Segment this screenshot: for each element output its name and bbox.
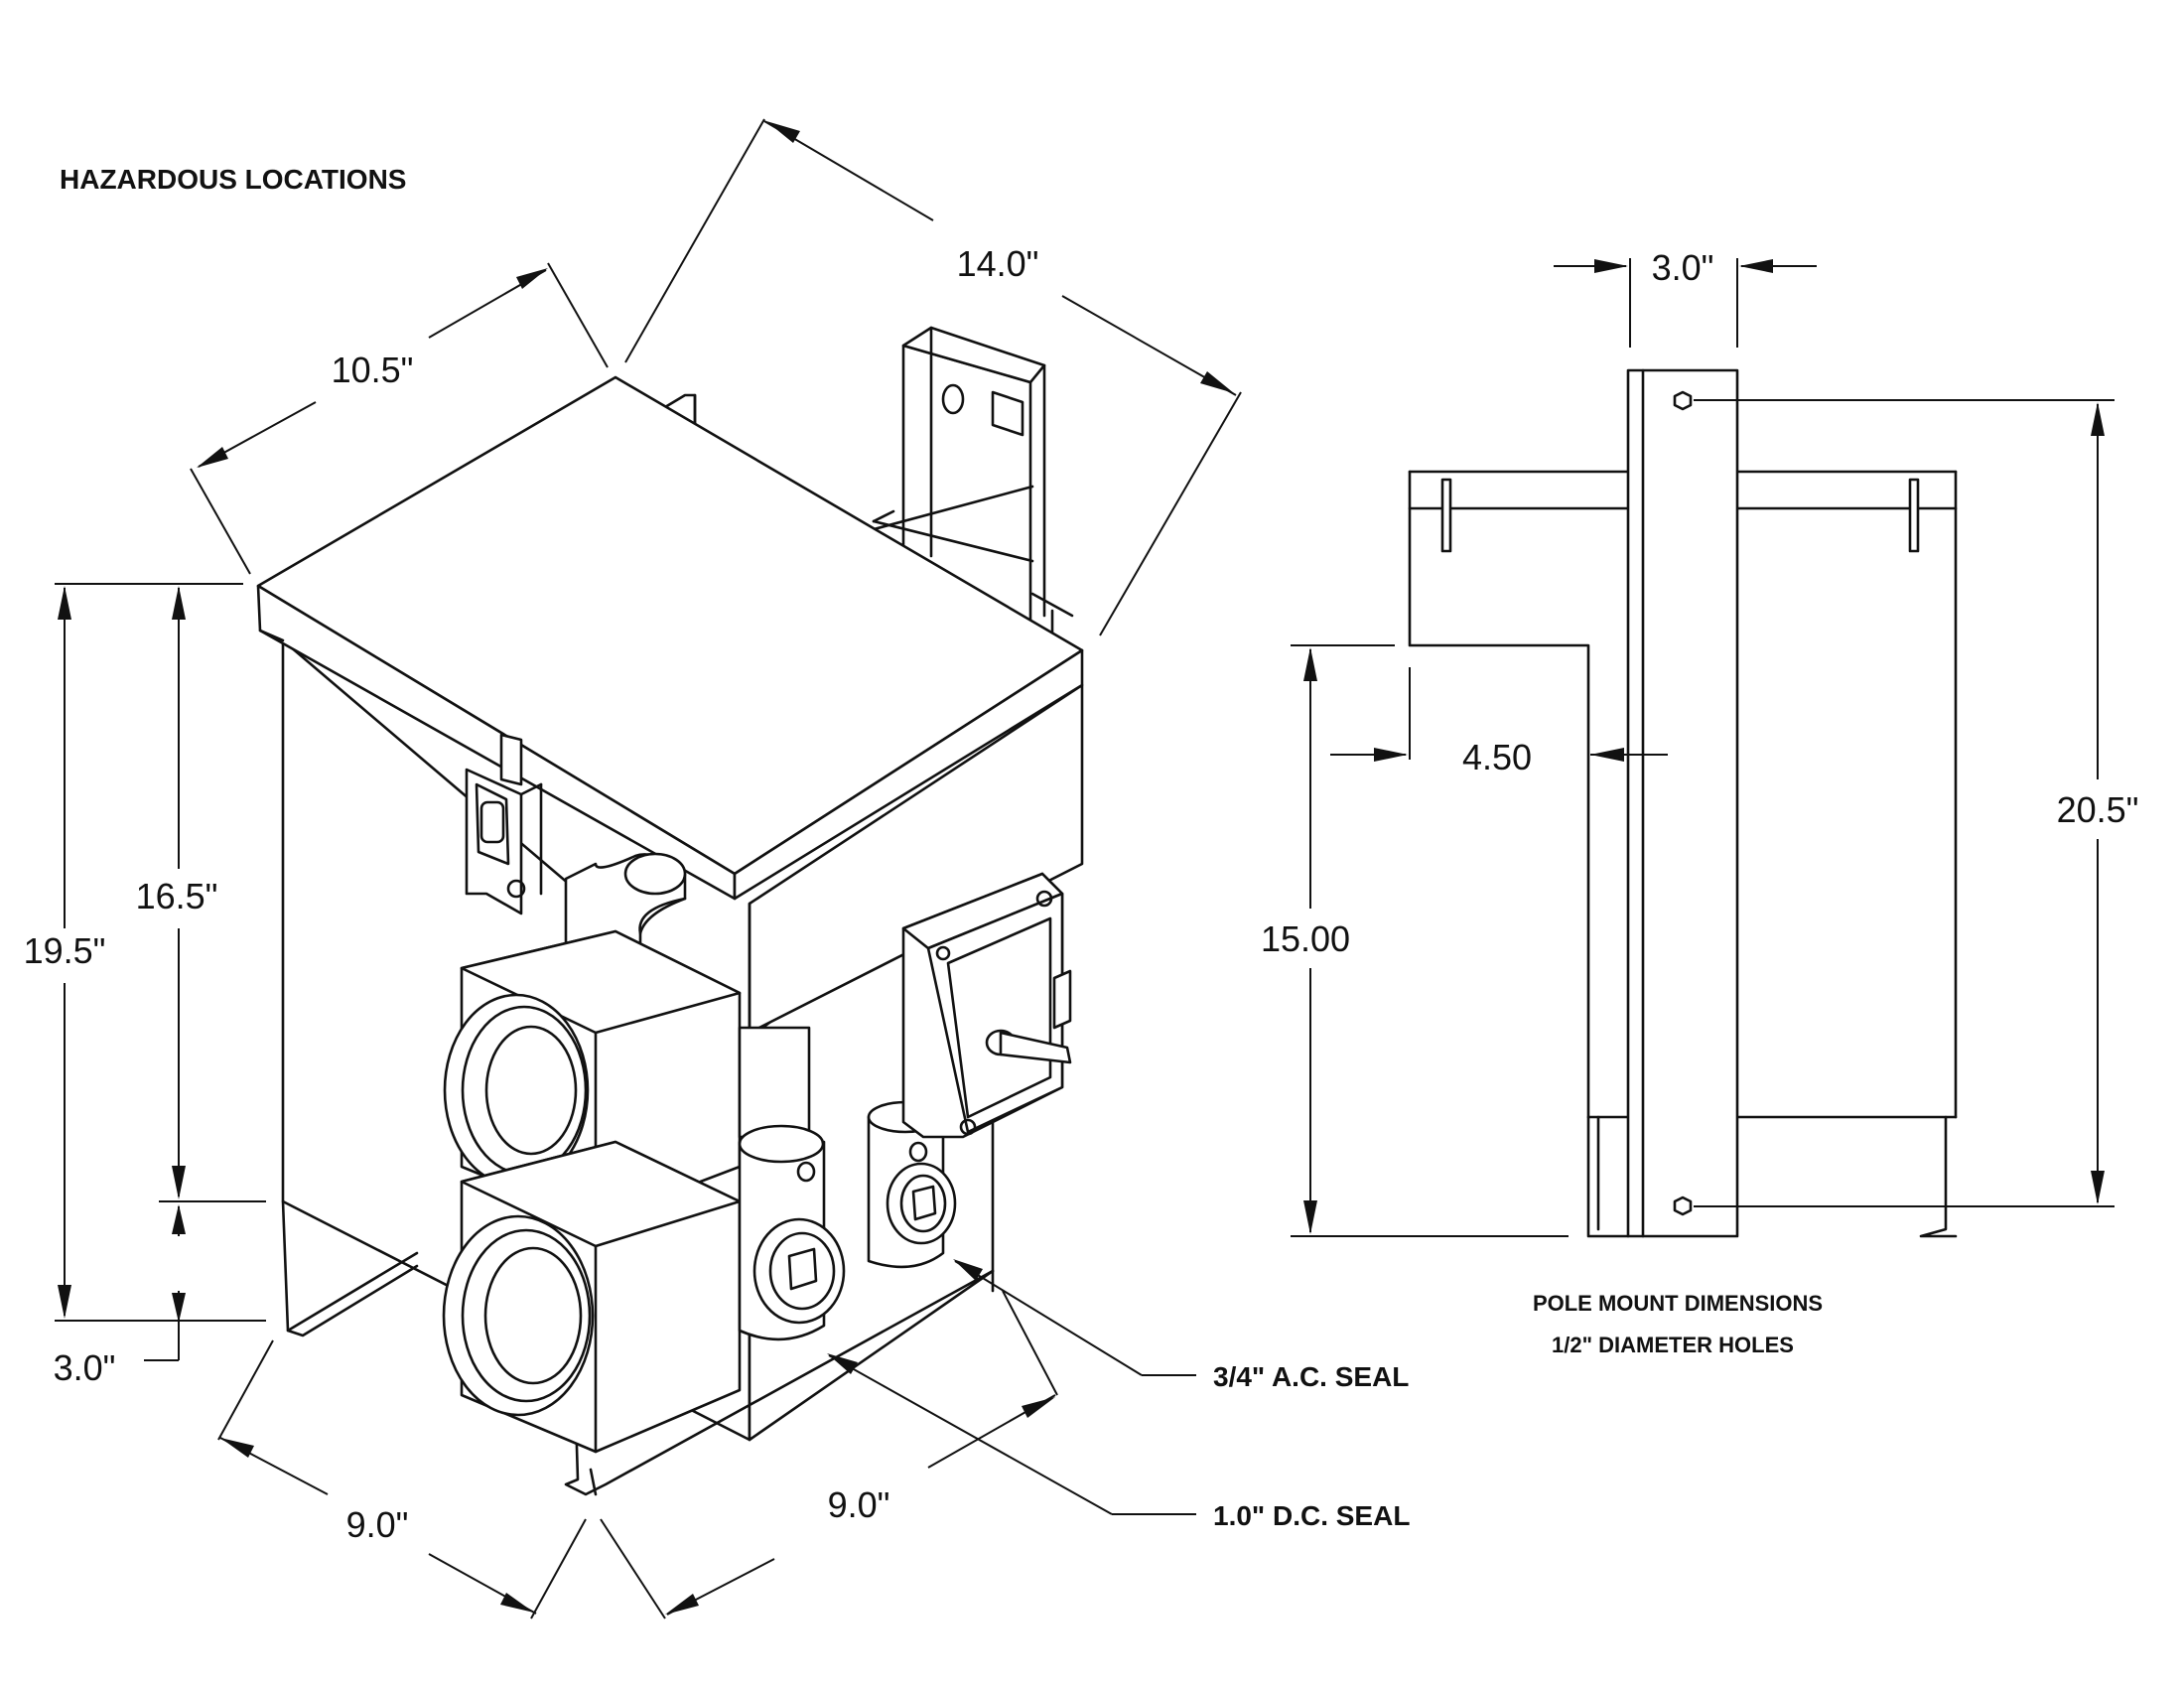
pole-mount-elevation	[1408, 368, 1958, 1238]
dim-top-depth-label: 10.5"	[332, 350, 414, 390]
iso-dim-base-width-left: 9.0"	[217, 1339, 587, 1619]
callout-dc-seal-label: 1.0" D.C. SEAL	[1213, 1500, 1410, 1531]
callout-ac-seal-label: 3/4" A.C. SEAL	[1213, 1361, 1409, 1392]
drawing-title: HAZARDOUS LOCATIONS	[60, 164, 406, 195]
dim-base-width-left-label: 9.0"	[346, 1504, 409, 1545]
mount-hole-top-icon	[1673, 390, 1693, 411]
iso-dim-body-height: 16.5"	[136, 583, 266, 1202]
pole-dim-height-20: 20.5"	[1694, 399, 2139, 1207]
pole-dim-height-15-label: 15.00	[1261, 918, 1350, 959]
dim-base-height-label: 3.0"	[54, 1347, 116, 1388]
callout-dc-seal: 1.0" D.C. SEAL	[827, 1353, 1410, 1531]
pole-dim-height-20-label: 20.5"	[2057, 789, 2139, 830]
iso-dim-overall-height: 19.5"	[24, 583, 266, 1322]
ac-seal-fitting	[738, 1026, 846, 1341]
dim-top-width-label: 14.0"	[957, 243, 1039, 284]
pole-mount-holes-caption: 1/2" DIAMETER HOLES	[1552, 1333, 1794, 1357]
callout-ac-seal: 3/4" A.C. SEAL	[953, 1259, 1409, 1392]
dc-conduit-opening	[442, 1214, 595, 1417]
iso-dim-top-width: 14.0"	[624, 118, 1242, 636]
ac-conduit-opening	[443, 993, 590, 1188]
disconnect-switch-box	[901, 872, 1072, 1139]
switch-handle-icon	[985, 1029, 1072, 1064]
enclosure-lid	[256, 375, 1084, 901]
pole-dim-bracket-width-label: 3.0"	[1652, 247, 1714, 288]
ac-junction-box	[443, 929, 742, 1223]
pole-dim-offset-label: 4.50	[1462, 737, 1532, 777]
iso-dim-top-depth: 10.5"	[190, 262, 609, 575]
dc-junction-box	[442, 1140, 742, 1454]
enclosure-isometric	[256, 326, 1084, 1496]
pole-mount-caption: POLE MOUNT DIMENSIONS	[1533, 1291, 1823, 1316]
iso-dim-base-height: 3.0"	[54, 1204, 186, 1388]
pole-dim-bracket-width: 3.0"	[1554, 247, 1817, 348]
dim-base-width-right-label: 9.0"	[828, 1484, 890, 1525]
pole-dim-height-15: 15.00	[1261, 644, 1569, 1237]
pole-dim-offset: 4.50	[1330, 667, 1668, 777]
mount-hole-bottom-icon	[1673, 1196, 1693, 1216]
base-stand	[281, 1199, 995, 1496]
dim-overall-height-label: 19.5"	[24, 930, 106, 971]
iso-dim-base-width-right: 9.0"	[600, 1290, 1058, 1619]
dim-body-height-label: 16.5"	[136, 876, 218, 916]
latch-hasp	[465, 733, 543, 915]
